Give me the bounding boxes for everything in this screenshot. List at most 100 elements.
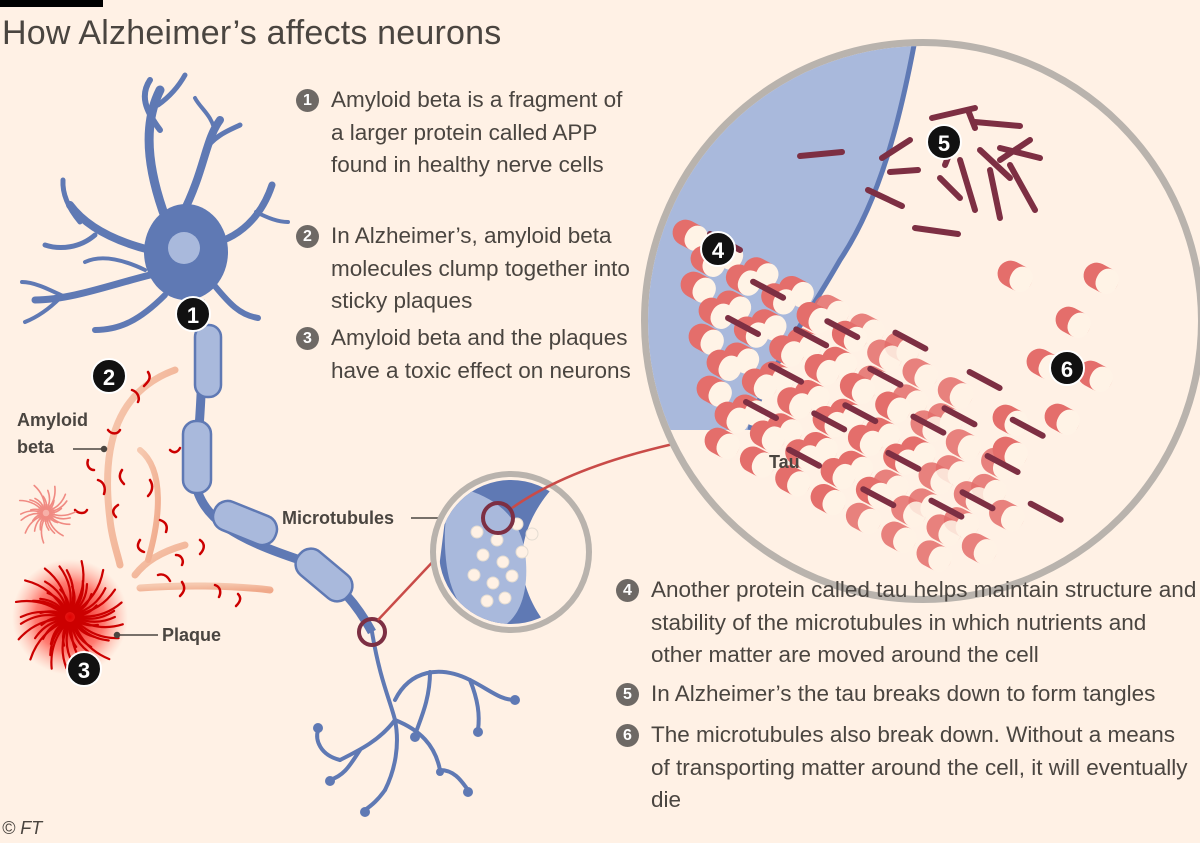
large-plaque-rays: [14, 560, 124, 672]
tubulin-subunit: [945, 429, 982, 461]
tubulin-subunit: [847, 424, 884, 457]
plaque-ray: [20, 512, 43, 521]
axon-terminals: [315, 630, 517, 812]
badge-6: 6: [1049, 350, 1085, 386]
plaque-ray: [71, 621, 89, 653]
tangle-strand: [1007, 162, 1038, 213]
plaque-ray: [72, 583, 89, 614]
tubulin-subunit: [992, 436, 1028, 468]
tangle-strand: [865, 187, 905, 209]
tangle-strand: [879, 137, 913, 161]
plaque-ray: [74, 617, 124, 629]
plaque-ray: [42, 495, 48, 510]
note-5: 5 In Alzheimer’s the tau breaks down to …: [616, 678, 1200, 711]
tangle-strand: [972, 119, 1023, 129]
tubulin-subunit: [704, 427, 740, 459]
tubulin-subunit: [989, 499, 1025, 532]
tau-rod: [928, 497, 965, 520]
tubulin-subunit: [902, 358, 938, 390]
tau-rod: [743, 399, 779, 421]
tau-rod: [984, 453, 1021, 475]
amyloid-flow-arrows: [104, 366, 274, 594]
tangle-strand: [957, 157, 978, 213]
tau-tangles: [797, 105, 1043, 237]
tau-rod: [768, 362, 805, 385]
note-text: In Alzheimer’s, amyloid beta molecules c…: [331, 223, 630, 313]
tubulin-subunit: [961, 533, 998, 565]
tangle-strand: [912, 225, 961, 237]
credit: © FT: [2, 818, 43, 838]
tubulin-subunit: [749, 420, 786, 452]
tau-rod: [725, 315, 761, 337]
plaque-ray: [19, 613, 66, 625]
plaque-ray: [44, 516, 50, 531]
note-text: The microtubules also break down. Withou…: [651, 722, 1188, 812]
tubulin-subunit: [714, 401, 750, 433]
plaque-ray: [34, 618, 66, 640]
tau-rod: [860, 486, 897, 509]
tau-rod: [793, 326, 830, 349]
plaque-ray: [74, 618, 120, 640]
tau-rod: [786, 446, 823, 469]
plaque-ray: [30, 508, 43, 513]
plaque-ray: [24, 514, 44, 534]
axon-cross-section: [430, 471, 592, 633]
tau-rod: [941, 405, 978, 428]
note-text: In Alzheimer’s the tau breaks down to fo…: [651, 681, 1156, 706]
plaque-ray: [17, 617, 66, 641]
tubulin-subunit: [881, 521, 917, 553]
tangle-strand: [987, 167, 1003, 221]
tau-rod: [966, 369, 1003, 391]
tau-rod: [750, 278, 787, 301]
plaque-ray: [40, 516, 47, 544]
tubulin-subunit: [1055, 306, 1091, 338]
tubulin-subunit: [804, 353, 840, 386]
neuron-dendrites: [20, 72, 290, 333]
plaque-ray: [48, 514, 71, 526]
tangle-strand: [797, 149, 845, 159]
note-6: 6 The microtubules also break down. With…: [616, 719, 1200, 817]
note-number: 2: [296, 225, 319, 248]
tau-rod: [959, 489, 996, 512]
plaque-ray: [74, 609, 116, 620]
plaque-ray: [49, 620, 68, 657]
tau-rod: [910, 413, 947, 436]
plaque-ray: [50, 621, 69, 670]
plaque-ray: [48, 500, 68, 513]
note-number: 6: [616, 724, 639, 747]
tubulin-subunit: [845, 502, 882, 535]
tau-rod: [867, 365, 904, 388]
tau-rod: [1009, 416, 1046, 439]
page-title: How Alzheimer’s affects neurons: [2, 14, 502, 52]
plaque-ray: [71, 579, 85, 613]
tubulin-subunit: [918, 462, 954, 494]
plaque-ray: [73, 620, 96, 638]
tangle-strand: [937, 175, 963, 201]
tubulin-subunit: [867, 339, 903, 371]
badge-2: 2: [91, 358, 127, 394]
plaque-ray: [48, 493, 67, 512]
plaque-ray: [29, 499, 44, 511]
plaque-ray: [42, 619, 67, 640]
brand-bar: [0, 0, 103, 7]
plaque-ray: [46, 516, 56, 534]
plaque-ray: [49, 513, 71, 520]
amyloid-beta-label-2: beta: [17, 437, 55, 457]
tangle-strand: [997, 145, 1043, 161]
tubulin-subunit: [688, 323, 724, 355]
plaque-ray: [24, 579, 67, 614]
plaque-ray: [74, 588, 117, 616]
badge-3: 3: [66, 651, 102, 687]
note-text: Amyloid beta and the plaques have a toxi…: [331, 325, 631, 383]
tangle-strand: [887, 167, 921, 175]
plaque-ray: [43, 580, 69, 613]
note-number: 3: [296, 327, 319, 350]
tubulin-subunit: [775, 465, 811, 497]
plaque-ray: [49, 507, 63, 514]
plaque-ray: [45, 489, 51, 510]
tau-proteins: [707, 231, 1064, 523]
microtubule-zoom: [641, 39, 1200, 603]
tangle-strand: [965, 107, 978, 131]
tubulin-subunit: [926, 514, 962, 546]
